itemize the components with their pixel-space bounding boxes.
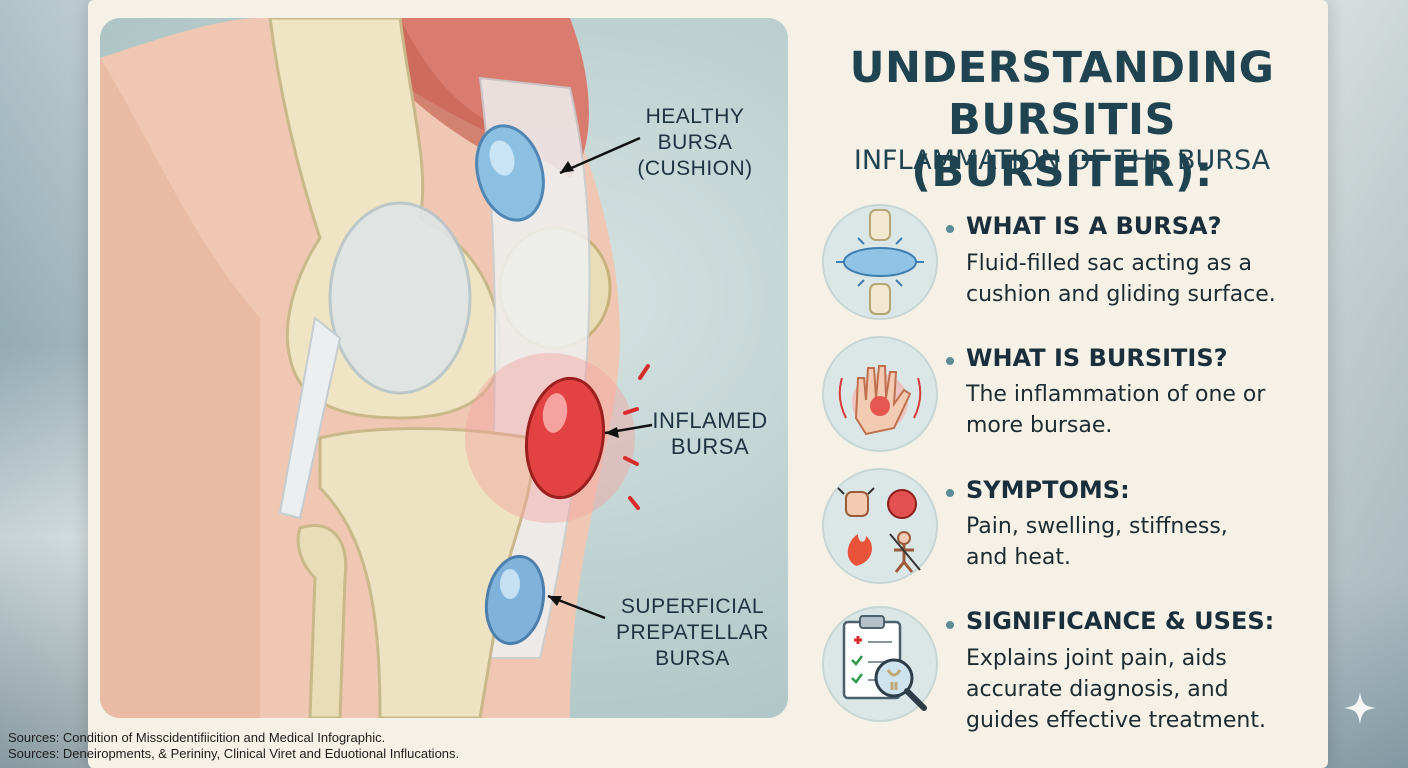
symptoms-icon <box>822 468 938 584</box>
title-line2: BURSITIS (BURSITER): <box>911 95 1213 197</box>
knee-illustration: HEALTHY BURSA (CUSHION) INFLAMED BURSA S… <box>100 18 788 718</box>
clipboard-diagnosis-icon <box>822 606 938 722</box>
source-line-2: Sources: Deneiropments, & Perininy, Clin… <box>8 746 460 761</box>
bullet-3 <box>946 489 954 497</box>
healthy-label-line3: (CUSHION) <box>637 157 753 180</box>
section-body-bursa: Fluid-filled sac acting as a cushion and… <box>966 251 1276 307</box>
section-heading-bursa: WHAT IS A BURSA? <box>966 212 1222 240</box>
title-line1: UNDERSTANDING <box>849 43 1275 93</box>
superficial-label-line2: PREPATELLAR <box>616 621 769 644</box>
page-subtitle: INFLAMMATION OF THE BURSA <box>853 145 1271 176</box>
source-line-1: Sources: Condition of Misscidentifiiciti… <box>8 730 386 745</box>
inflamed-label-line1: INFLAMED <box>652 408 768 433</box>
section-body-symptoms: Pain, swelling, stiffness, and heat. <box>966 514 1228 570</box>
background-left <box>0 0 90 768</box>
bursa-icon <box>822 204 938 320</box>
section-body-bursitis: The inflammation of one or more bursae. <box>966 382 1266 438</box>
inflamed-label-line2: BURSA <box>670 434 750 459</box>
bullet-1 <box>946 225 954 233</box>
healthy-label-line1: HEALTHY <box>645 105 745 128</box>
section-heading-significance: SIGNIFICANCE & USES: <box>966 607 1275 635</box>
knee-anatomy-drawing <box>100 18 653 718</box>
section-heading-bursitis: WHAT IS BURSITIS? <box>966 344 1228 372</box>
page-title: UNDERSTANDING BURSITIS (BURSITER): <box>812 42 1312 198</box>
inflamed-hand-icon <box>822 336 938 452</box>
healthy-bursa-label: HEALTHY BURSA (CUSHION) <box>630 104 760 182</box>
superficial-label-line3: BURSA <box>655 647 730 670</box>
healthy-label-line2: BURSA <box>657 131 733 154</box>
section-heading-symptoms: SYMPTOMS: <box>966 476 1130 504</box>
section-body-significance: Explains joint pain, aids accurate diagn… <box>966 646 1266 733</box>
bullet-4 <box>946 621 954 629</box>
inflamed-bursa-label: INFLAMED BURSA <box>645 408 775 460</box>
superficial-bursa-label: SUPERFICIAL PREPATELLAR BURSA <box>605 594 780 672</box>
background-right <box>1324 0 1408 768</box>
sparkle-icon <box>1344 692 1376 724</box>
superficial-label-line1: SUPERFICIAL <box>620 595 765 618</box>
bullet-2 <box>946 357 954 365</box>
